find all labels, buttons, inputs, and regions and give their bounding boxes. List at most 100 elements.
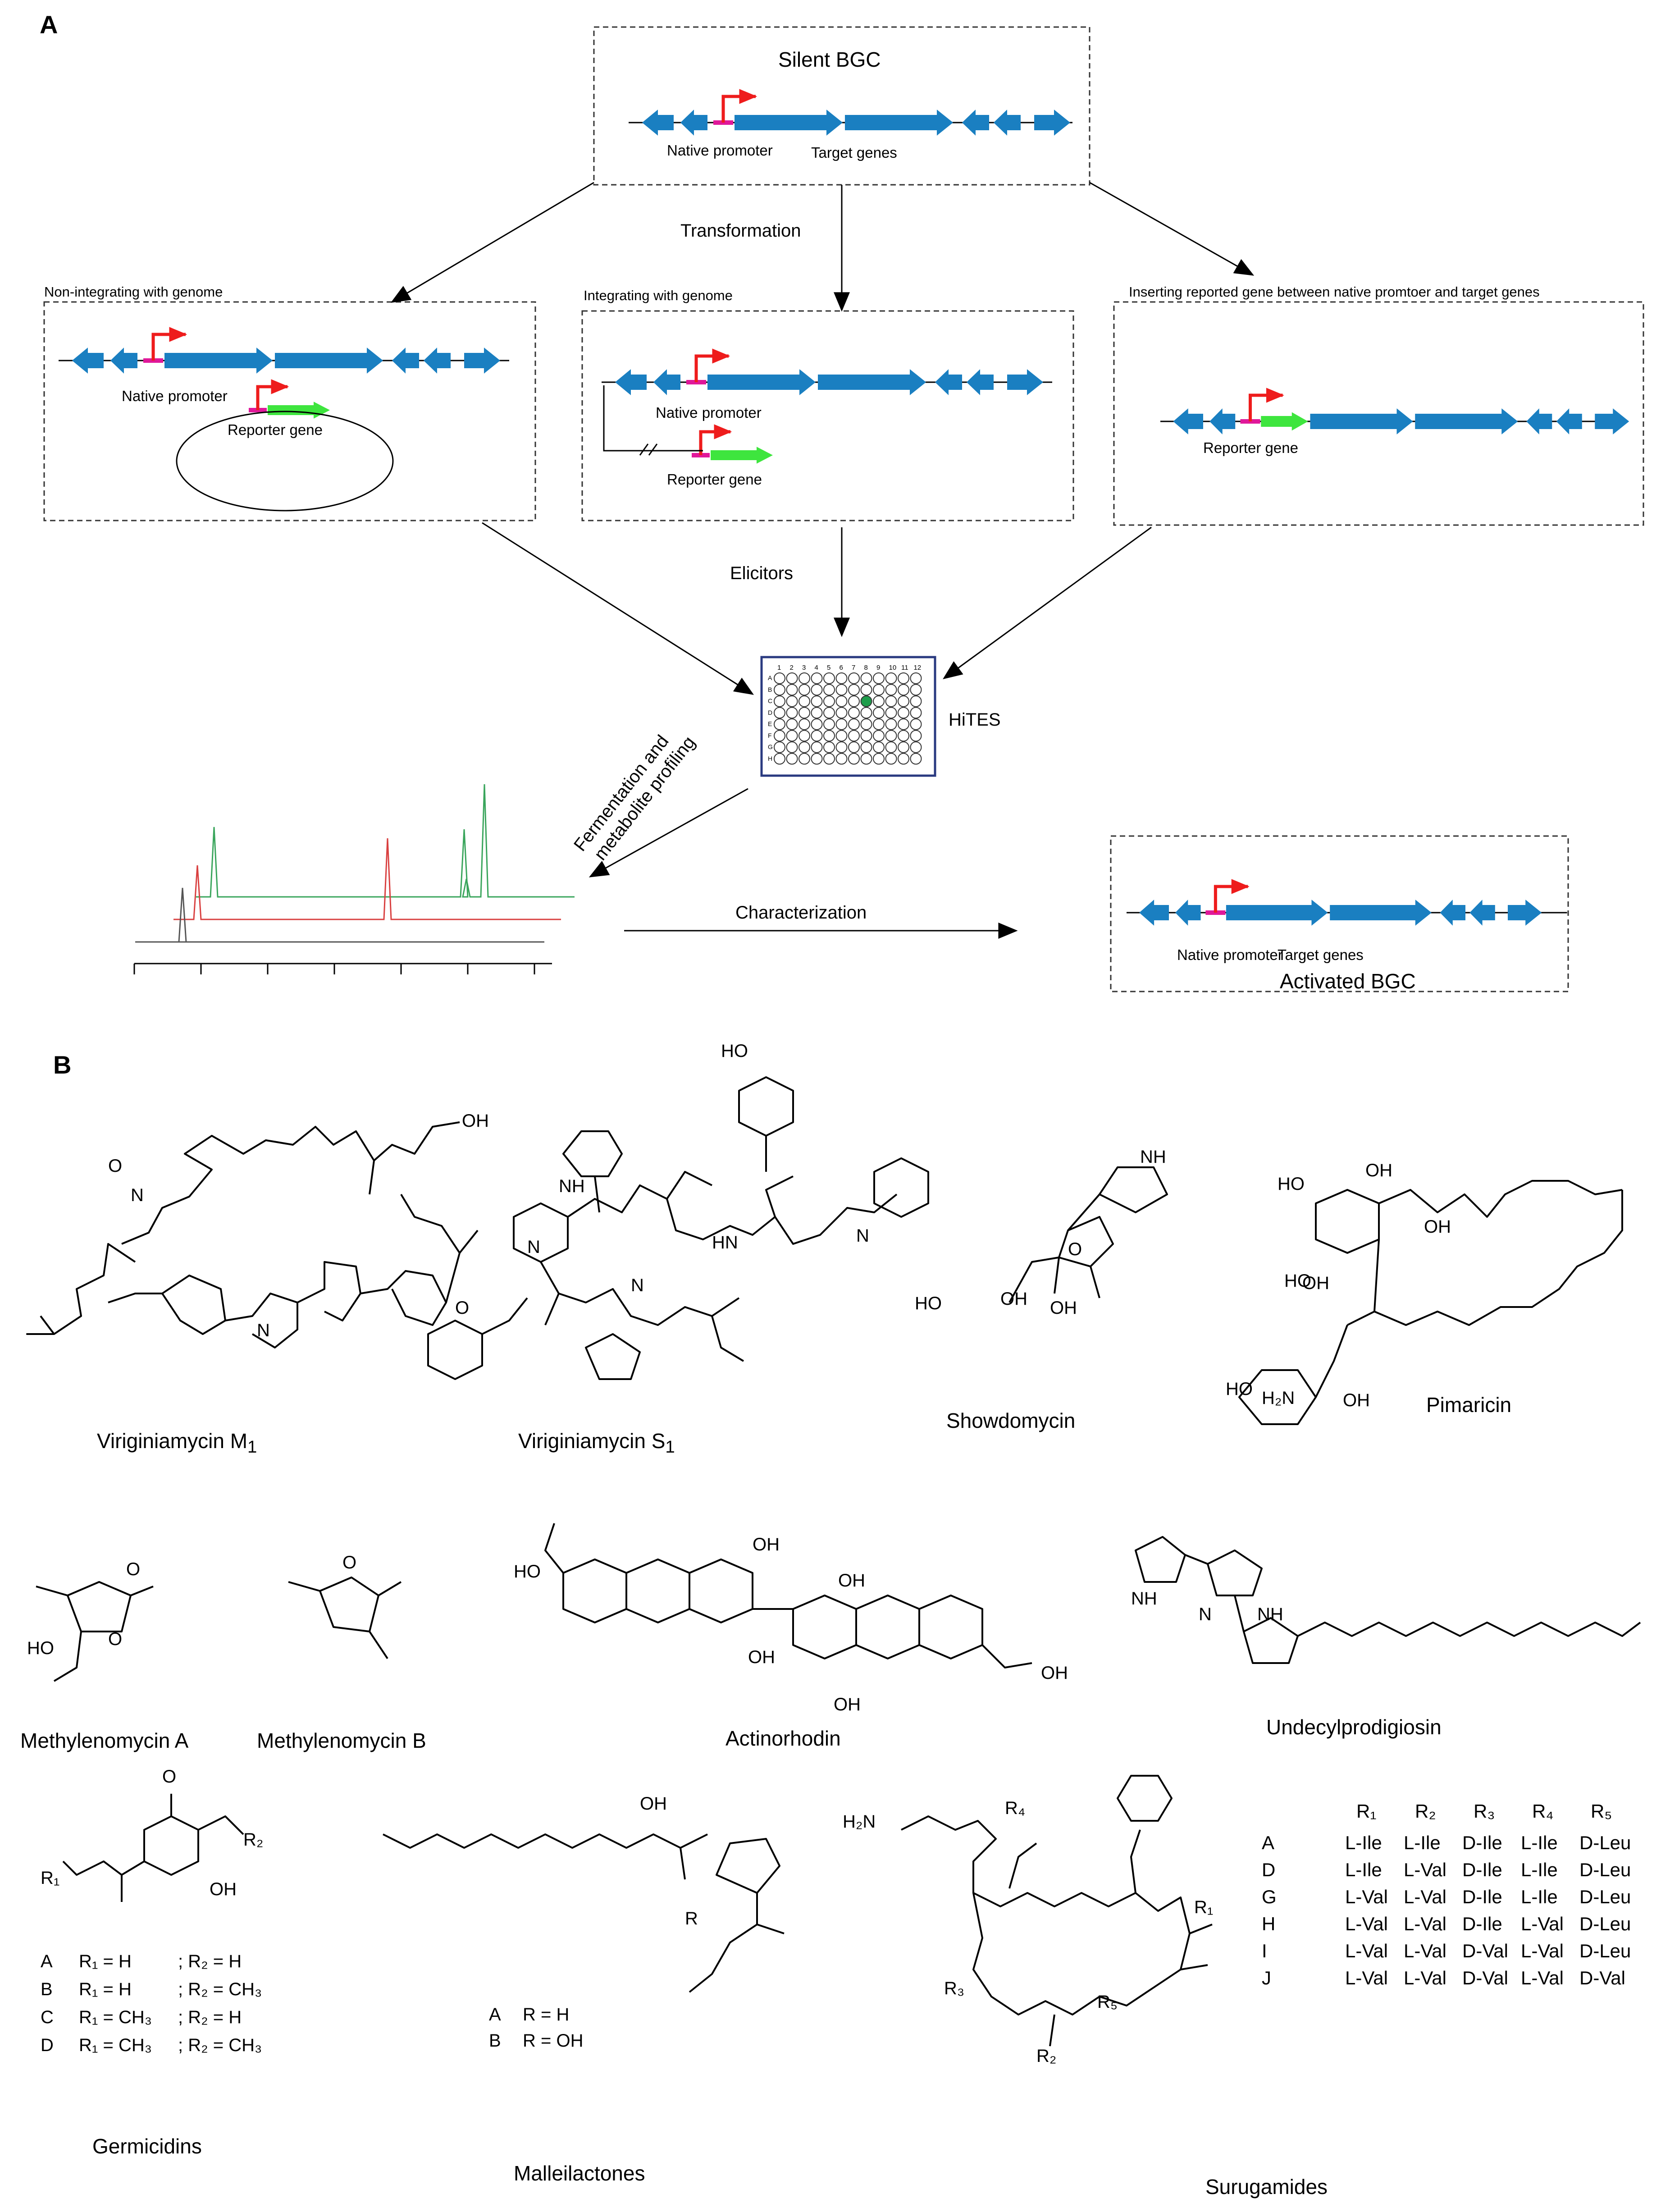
malleilactone-value: R = H xyxy=(523,2005,570,2025)
name-malleilactones: Malleilactones xyxy=(514,2162,645,2185)
atom-o: O xyxy=(108,1156,123,1176)
box3-cluster-gene xyxy=(1526,408,1552,434)
atom-oh: OH xyxy=(753,1535,780,1554)
plate-well xyxy=(873,707,885,719)
plate-well xyxy=(885,707,897,719)
atom-r2: R₂ xyxy=(243,1830,264,1850)
plate-well xyxy=(811,730,823,742)
plate-col-label: 2 xyxy=(789,664,794,672)
plate-well xyxy=(823,741,835,753)
plate-well xyxy=(898,695,909,707)
surugamide-cell: D-Ile xyxy=(1462,1886,1502,1907)
atom-nh: NH xyxy=(1131,1589,1157,1609)
atom-n: N xyxy=(527,1237,540,1257)
silent-cluster-gene xyxy=(735,110,843,136)
plate-well xyxy=(811,718,823,730)
germicidin-r1-value: R₁ = H xyxy=(79,1979,132,1999)
plate-well xyxy=(860,672,872,684)
activated-cluster-gene xyxy=(1175,900,1201,926)
box-integrating xyxy=(581,310,1074,521)
atom-oh: OH xyxy=(640,1794,667,1814)
activated-cluster-gene xyxy=(1469,900,1495,926)
box2-reporter-reporter-gene xyxy=(711,447,773,464)
structure-methylenomycin-a xyxy=(36,1581,154,1682)
plate-well xyxy=(835,753,848,765)
germicidin-row-id: D xyxy=(41,2035,54,2055)
plate-well xyxy=(774,695,785,707)
germicidin-r1-value: R₁ = CH₃ xyxy=(79,2035,152,2055)
atom-oh: OH xyxy=(1343,1390,1370,1410)
plate-well xyxy=(898,753,909,765)
germicidin-r1-value: R₁ = H xyxy=(79,1951,132,1971)
surugamide-cell: L-Val xyxy=(1404,1967,1446,1988)
malleilactone-row-id: B xyxy=(489,2031,501,2051)
germicidin-r2-value: ; R₂ = CH₃ xyxy=(178,2035,262,2055)
activated-target-genes-label: Target genes xyxy=(1278,946,1364,963)
box3-cluster-promoter-arrow xyxy=(1249,388,1284,421)
elicitors-label: Elicitors xyxy=(730,563,794,583)
box2-reporter-label: Reporter gene xyxy=(667,471,762,488)
germicidin-row-id: A xyxy=(41,1951,53,1971)
surugamide-table-header: R₃ xyxy=(1474,1801,1495,1822)
atom-oh: OH xyxy=(838,1571,865,1590)
box3-cluster-gene xyxy=(1556,408,1582,434)
plate-well xyxy=(910,730,922,742)
plate-well xyxy=(910,718,922,730)
atom-nh: HN xyxy=(712,1233,738,1252)
boxes xyxy=(43,26,1644,992)
structure-showdomycin xyxy=(1008,1166,1168,1303)
atom-oh: OH xyxy=(1000,1289,1027,1309)
surugamide-row-id: H xyxy=(1262,1913,1276,1934)
plate-col-label: 7 xyxy=(852,664,856,672)
plate-well xyxy=(786,695,798,707)
plate-row-label: E xyxy=(768,720,772,727)
activated-cluster-promoter-arrow xyxy=(1214,879,1250,913)
plate-well xyxy=(835,672,848,684)
box1-cluster-gene xyxy=(72,347,104,374)
germicidin-row-id: B xyxy=(41,1979,53,1999)
surugamide-cell: L-Val xyxy=(1345,1886,1388,1907)
surugamide-table-header: R₁ xyxy=(1356,1801,1377,1822)
plate-well xyxy=(873,718,885,730)
name-showdomycin: Showdomycin xyxy=(946,1409,1076,1432)
surugamide-cell: L-Ile xyxy=(1345,1859,1382,1880)
germicidin-r2-value: ; R₂ = CH₃ xyxy=(178,1979,262,1999)
surugamide-cell: L-Val xyxy=(1404,1913,1446,1934)
plate-well xyxy=(873,741,885,753)
atom-oh: HO xyxy=(1278,1174,1305,1194)
plate-well xyxy=(774,718,785,730)
box3-cluster-gene xyxy=(1595,408,1629,434)
trace-green xyxy=(196,784,575,898)
atom-oh: HO xyxy=(1226,1379,1253,1399)
plate-well xyxy=(786,684,798,696)
plate-well xyxy=(823,684,835,696)
plate-well xyxy=(848,741,860,753)
plate-well xyxy=(798,753,810,765)
plate-well xyxy=(811,753,823,765)
malleilactone-row-id: A xyxy=(489,2005,501,2025)
surugamide-table-header: R₅ xyxy=(1591,1801,1612,1822)
plate-col-label: 12 xyxy=(913,664,922,672)
surugamide-row-id: I xyxy=(1262,1940,1267,1961)
plate-col-label: 6 xyxy=(839,664,843,672)
box3-cluster-reporter-gene xyxy=(1261,412,1308,431)
germicidin-r2-value: ; R₂ = H xyxy=(178,2007,242,2027)
plate-well xyxy=(898,684,909,696)
surugamide-cell: D-Ile xyxy=(1462,1913,1502,1934)
germicidin-r1-value: R₁ = CH₃ xyxy=(79,2007,152,2027)
atom-nh: NH xyxy=(1140,1147,1166,1167)
box-inserting xyxy=(1113,301,1644,526)
plate-well xyxy=(786,707,798,719)
plate-well xyxy=(798,707,810,719)
structure-surugamide xyxy=(901,1775,1213,2047)
box3-cluster-gene xyxy=(1173,408,1203,434)
surugamide-table-header: R₄ xyxy=(1532,1801,1554,1822)
surugamide-cell: D-Leu xyxy=(1579,1832,1631,1853)
surugamide-cell: L-Val xyxy=(1345,1967,1388,1988)
plate-well xyxy=(885,672,897,684)
surugamide-table-header: R₂ xyxy=(1415,1801,1436,1822)
box2-cluster-gene xyxy=(935,369,962,395)
plate-row-label: G xyxy=(768,743,773,750)
transformation-label: Transformation xyxy=(680,221,801,241)
surugamide-cell: L-Val xyxy=(1404,1859,1446,1880)
